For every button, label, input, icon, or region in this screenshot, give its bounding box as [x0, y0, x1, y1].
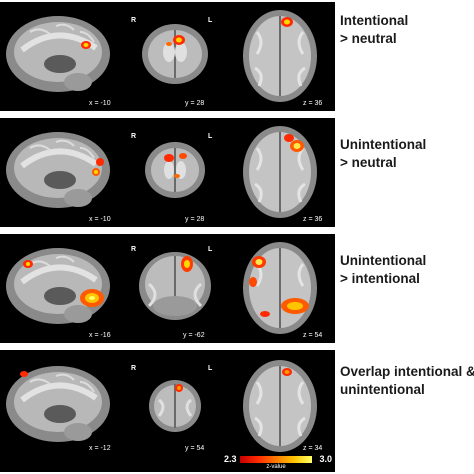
sagittal-view: [0, 118, 125, 227]
sagittal-brain-slice: [6, 366, 110, 442]
axial-view: [225, 234, 335, 343]
orientation-right: R: [131, 133, 137, 140]
coronal-view: [125, 234, 225, 343]
colorbar-max-label: 3.0: [319, 454, 332, 464]
sagittal-coordinate: x = -10: [89, 216, 111, 223]
contrast-label-line: Overlap intentional &: [340, 364, 474, 379]
panel-row-3: R L x = -16 y = -62 z = 54: [0, 234, 335, 343]
coronal-view: [125, 2, 225, 111]
colorbar-gradient: [240, 456, 312, 463]
contrast-label-row-4: Overlap intentional & unintentional: [340, 363, 474, 399]
axial-coordinate: z = 34: [303, 445, 323, 452]
sagittal-brain-slice: [6, 248, 110, 324]
coronal-coordinate: y = 28: [185, 216, 205, 223]
contrast-label-line: > neutral: [340, 31, 397, 46]
sagittal-view: [0, 350, 125, 459]
panel-row-4: R L x = -12 y = 54 z = 34: [0, 350, 335, 472]
panel-row-2: R L x = -10 y = 28 z = 36: [0, 118, 335, 227]
axial-coordinate: z = 36: [303, 100, 323, 107]
sagittal-brain-slice: [6, 132, 110, 208]
contrast-label-row-1: Intentional > neutral: [340, 12, 472, 48]
coronal-coordinate: y = 54: [185, 445, 205, 452]
sagittal-coordinate: x = -10: [89, 100, 111, 107]
orientation-right: R: [131, 246, 137, 253]
axial-brain-slice: [243, 242, 317, 334]
colorbar: 2.3 3.0 z-value: [224, 454, 332, 472]
orientation-left: L: [208, 17, 213, 24]
contrast-label-line: > intentional: [340, 271, 420, 286]
contrast-label-line: Unintentional: [340, 137, 427, 152]
axial-coordinate: z = 54: [303, 332, 323, 339]
sagittal-view: [0, 2, 125, 111]
axial-brain-slice: [243, 10, 317, 102]
sagittal-coordinate: x = -16: [89, 332, 111, 339]
contrast-label-line: > neutral: [340, 155, 397, 170]
contrast-label-line: Unintentional: [340, 253, 427, 268]
axial-view: [225, 118, 335, 227]
coronal-view: [125, 118, 225, 227]
orientation-right: R: [131, 17, 137, 24]
contrast-label-row-2: Unintentional > neutral: [340, 136, 472, 172]
coronal-brain-slice: [142, 24, 208, 84]
colorbar-title: z-value: [266, 464, 286, 470]
coronal-brain-slice: [139, 252, 211, 320]
sagittal-view: [0, 234, 125, 343]
orientation-left: L: [208, 133, 213, 140]
orientation-right: R: [131, 365, 137, 372]
orientation-left: L: [208, 365, 213, 372]
axial-brain-slice: [243, 126, 317, 218]
colorbar-min-label: 2.3: [224, 454, 237, 464]
sagittal-coordinate: x = -12: [89, 445, 111, 452]
coronal-brain-slice: [149, 380, 201, 432]
contrast-label-line: Intentional: [340, 13, 409, 28]
coronal-view: [125, 350, 225, 459]
coronal-coordinate: y = -62: [183, 332, 205, 339]
axial-view: [225, 2, 335, 111]
panel-row-1: R L x = -10 y = 28 z = 36: [0, 2, 335, 111]
coronal-brain-slice: [145, 142, 205, 198]
axial-coordinate: z = 36: [303, 216, 323, 223]
orientation-left: L: [208, 246, 213, 253]
axial-view: [225, 350, 335, 459]
sagittal-brain-slice: [6, 16, 110, 92]
contrast-label-line: unintentional: [340, 382, 425, 397]
contrast-label-row-3: Unintentional > intentional: [340, 252, 472, 288]
coronal-coordinate: y = 28: [185, 100, 205, 107]
axial-brain-slice: [243, 360, 317, 452]
